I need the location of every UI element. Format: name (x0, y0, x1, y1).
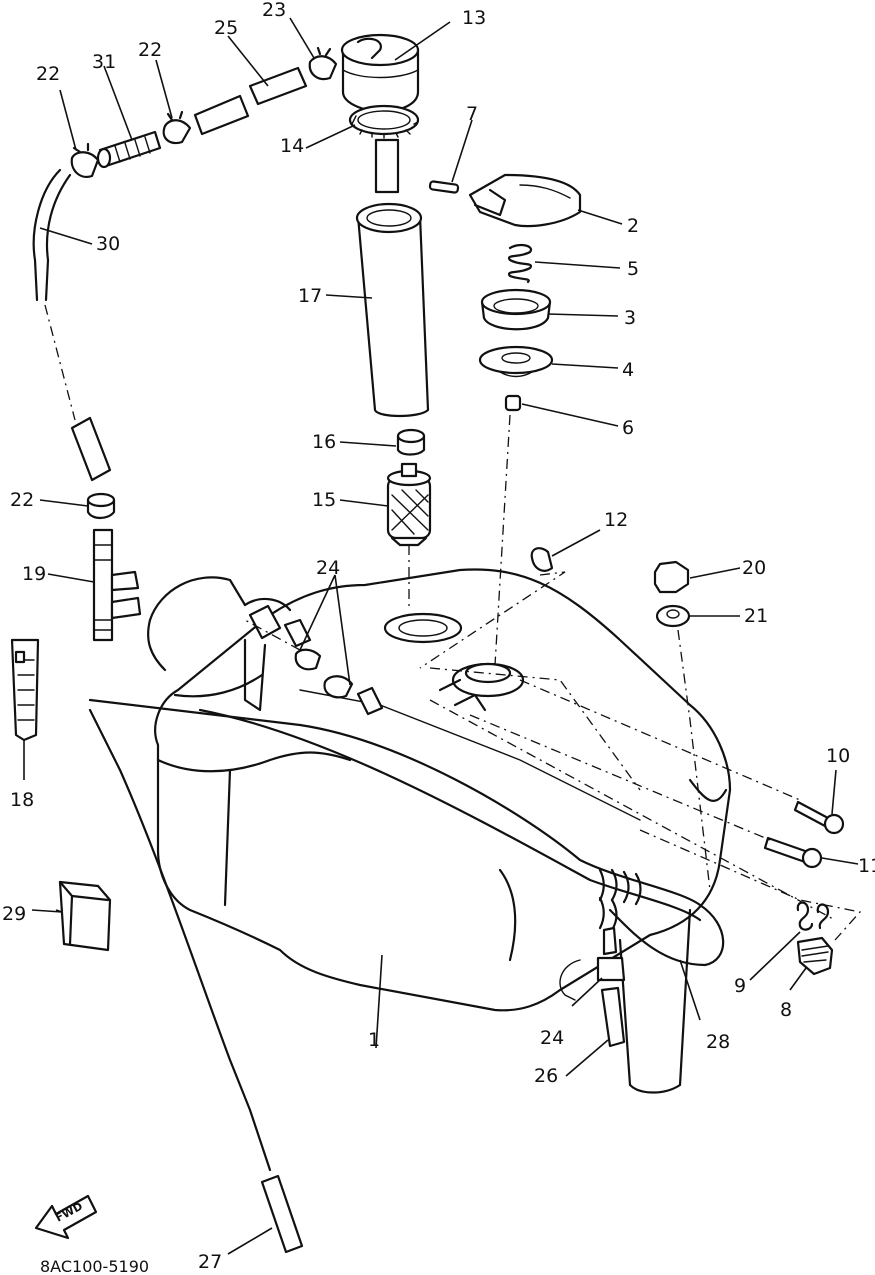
callout-8: 8 (780, 999, 792, 1021)
callout-10: 10 (826, 745, 850, 767)
filler-cap (340, 33, 420, 114)
bolt-11 (763, 836, 823, 869)
callout-19: 19 (22, 563, 46, 585)
plug (504, 394, 522, 412)
callout-17: 17 (298, 285, 322, 307)
callout-22-lower: 22 (10, 489, 34, 511)
callout-28: 28 (706, 1031, 730, 1053)
callout-22-mid: 22 (138, 39, 162, 61)
pad (58, 880, 112, 952)
callout-1: 1 (368, 1029, 380, 1051)
connectors-24 (248, 604, 384, 716)
callout-29: 29 (2, 903, 26, 925)
tee-joint (92, 528, 142, 642)
fwd-arrow: FWD (34, 1194, 98, 1240)
fuel-tank (88, 568, 732, 1094)
callout-15: 15 (312, 489, 336, 511)
pin (428, 180, 460, 194)
clamp-23 (308, 46, 338, 81)
fuel-filter (386, 462, 432, 547)
gauge-cover (468, 173, 582, 228)
callout-22-left: 22 (36, 63, 60, 85)
callout-24-top: 24 (316, 557, 340, 579)
washer (655, 604, 691, 628)
clamp-22-top-mid (162, 110, 192, 145)
callout-31: 31 (92, 51, 116, 73)
callout-2: 2 (627, 215, 639, 237)
callout-27: 27 (198, 1251, 222, 1273)
callout-7: 7 (466, 103, 478, 125)
callout-13: 13 (462, 7, 486, 29)
spring (507, 243, 533, 284)
callout-23: 23 (262, 0, 286, 21)
diagram-code: 8AC100-5190 (40, 1257, 149, 1275)
bolt-10 (793, 800, 845, 835)
callout-11: 11 (858, 855, 875, 877)
hose-lower-left (70, 416, 112, 482)
callout-30: 30 (96, 233, 120, 255)
callout-4: 4 (622, 359, 634, 381)
hose-clamp-16 (396, 428, 426, 456)
filler-tube (355, 202, 430, 418)
connector-24-lower (596, 926, 626, 982)
callout-18: 18 (10, 789, 34, 811)
washer-plate (478, 345, 554, 378)
clip (530, 547, 554, 572)
callout-24-lower: 24 (540, 1027, 564, 1049)
callout-3: 3 (624, 307, 636, 329)
filler-pipe (374, 138, 400, 194)
callout-20: 20 (742, 557, 766, 579)
callout-21: 21 (744, 605, 768, 627)
callout-25: 25 (214, 17, 238, 39)
packing (480, 288, 552, 331)
vent-hose-30 (32, 168, 72, 302)
callout-12: 12 (604, 509, 628, 531)
callout-14: 14 (280, 135, 304, 157)
spring-clip (796, 901, 830, 931)
hose-27 (88, 708, 304, 1254)
hose-25 (193, 66, 308, 136)
leader-lines (23, 17, 859, 1255)
damper (796, 936, 834, 976)
nut (653, 560, 690, 594)
cable-band (10, 638, 40, 742)
hose-26 (600, 986, 626, 1048)
callout-5: 5 (627, 258, 639, 280)
clamp-22-lower (86, 492, 116, 520)
clamp-22-top-left (70, 142, 100, 178)
callout-26: 26 (534, 1065, 558, 1087)
joint-31 (96, 130, 162, 169)
callout-16: 16 (312, 431, 336, 453)
callout-9: 9 (734, 975, 746, 997)
gasket-ring (348, 104, 420, 139)
callout-6: 6 (622, 417, 634, 439)
centerlines (44, 304, 862, 941)
